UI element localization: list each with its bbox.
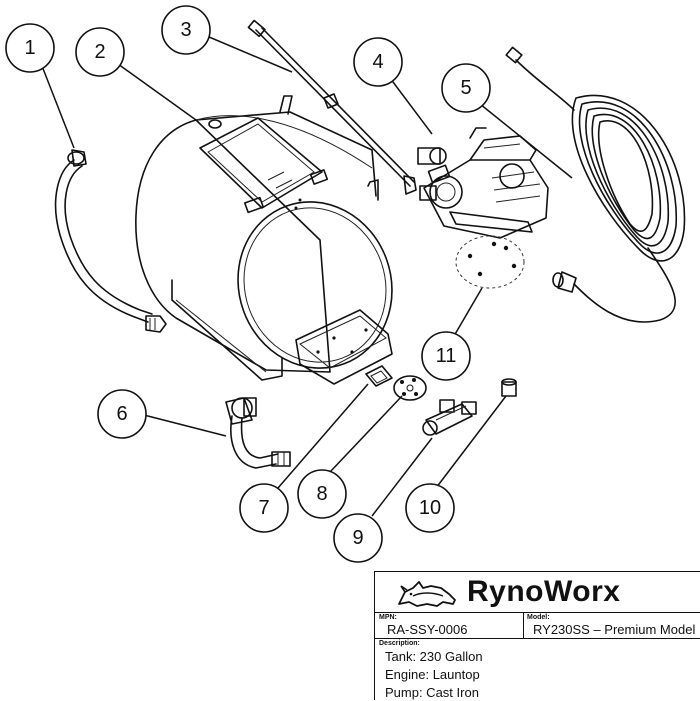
brand-name: RynoWorx [467, 575, 621, 608]
description-line-pump: Pump: Cast Iron [385, 685, 479, 700]
callout-5-label: 5 [460, 77, 471, 99]
callout-11-label: 11 [436, 345, 457, 367]
callout-4-label: 4 [372, 51, 383, 73]
model-label: Model: [527, 614, 550, 621]
model-value: RY230SS – Premium Model [533, 622, 696, 637]
flange-part [393, 375, 427, 401]
callout-6: 6 [97, 389, 147, 439]
suction-hose-part [225, 397, 291, 469]
fitting-part [501, 378, 517, 397]
tank-part [135, 95, 393, 385]
callout-2: 2 [75, 27, 125, 77]
gasket-part [365, 365, 393, 387]
spray-rod-part [247, 19, 417, 195]
description-row: Description: Tank: 230 Gallon Engine: La… [375, 638, 700, 701]
title-block: RynoWorx MPN: RA-SSY-0006 Model: RY230SS… [374, 571, 700, 700]
callout-8-label: 8 [316, 483, 327, 505]
callout-2-label: 2 [94, 41, 105, 63]
pump-engine-part [417, 127, 549, 289]
rhino-logo-icon [398, 581, 456, 607]
mpn-label: MPN: [379, 614, 397, 621]
callout-3: 3 [161, 5, 211, 55]
callout-9: 9 [333, 513, 383, 563]
mpn-value: RA-SSY-0006 [387, 622, 468, 637]
description-line-tank: Tank: 230 Gallon [385, 649, 483, 664]
mpn-model-row: MPN: RA-SSY-0006 Model: RY230SS – Premiu… [375, 612, 700, 639]
callout-3-label: 3 [180, 19, 191, 41]
callout-1-label: 1 [24, 37, 35, 59]
callout-6-label: 6 [116, 403, 127, 425]
callout-10: 10 [405, 483, 455, 533]
callout-10-label: 10 [419, 497, 441, 519]
description-label: Description: [379, 640, 420, 647]
callout-1: 1 [5, 23, 55, 73]
brand-row: RynoWorx [375, 572, 700, 613]
callout-11: 11 [421, 331, 471, 381]
cell-divider [523, 612, 524, 638]
callout-9-label: 9 [352, 527, 363, 549]
hose-1-part [54, 149, 167, 333]
callout-8: 8 [297, 469, 347, 519]
callout-7: 7 [239, 483, 289, 533]
valve-part [422, 399, 477, 436]
coiled-hose-part [505, 46, 686, 323]
description-line-engine: Engine: Launtop [385, 667, 480, 682]
callout-5: 5 [441, 63, 491, 113]
callout-4: 4 [353, 37, 403, 87]
leader-lines [41, 33, 573, 517]
callout-7-label: 7 [258, 497, 269, 519]
